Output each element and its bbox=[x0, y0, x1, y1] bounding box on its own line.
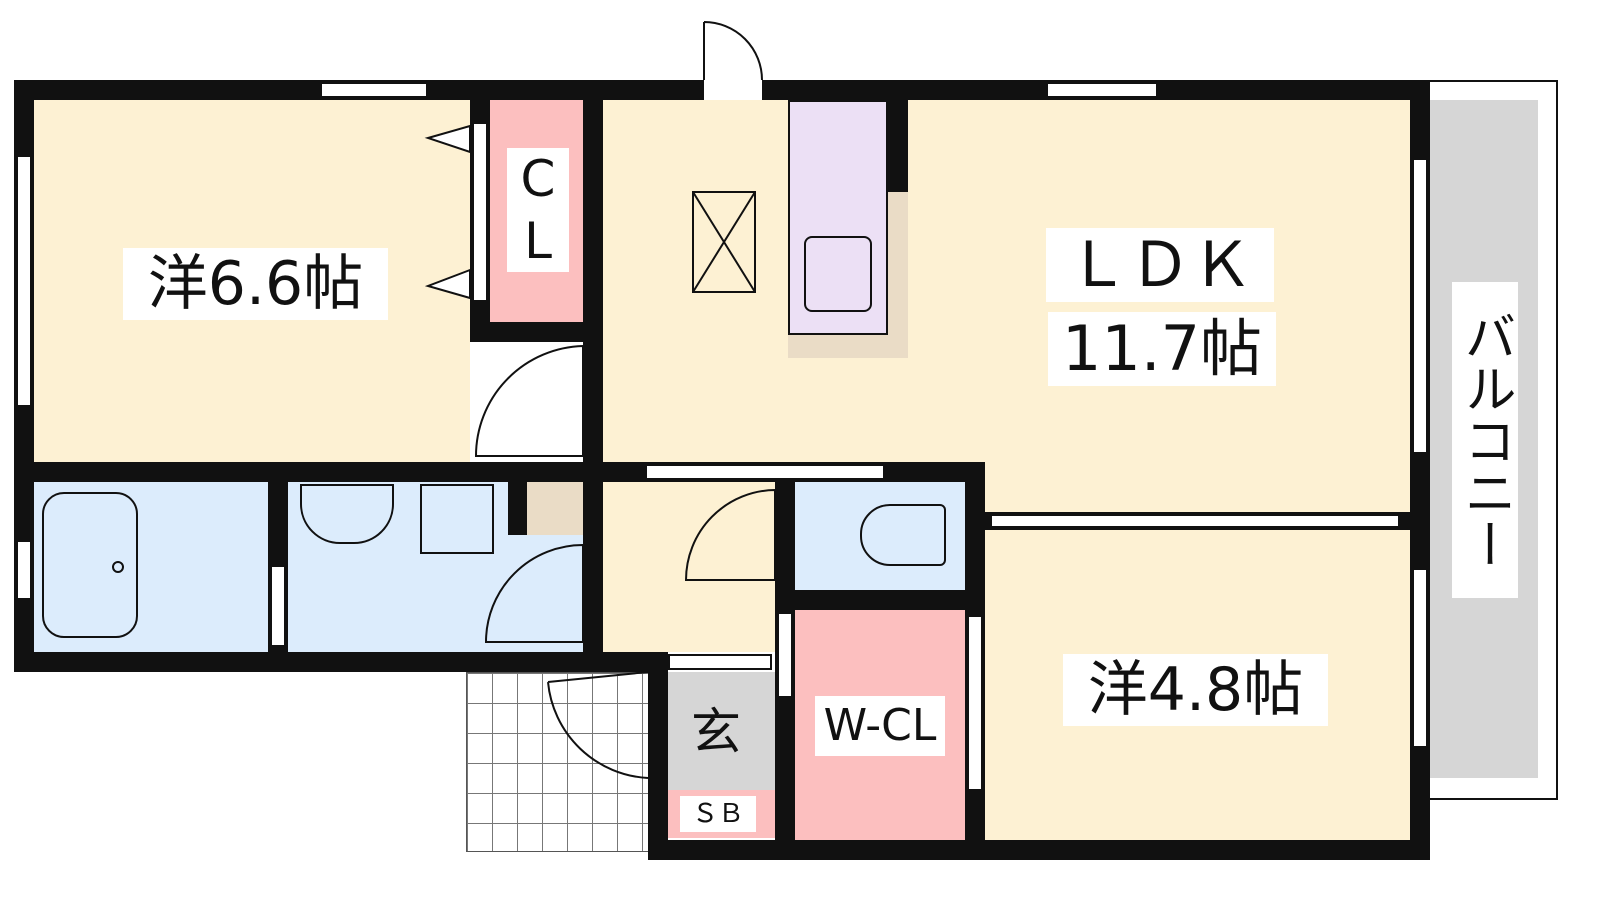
door-swing-entrance bbox=[547, 671, 649, 779]
closet-hinge-icon bbox=[424, 124, 471, 300]
door-swing-toilet bbox=[684, 489, 776, 581]
washing-machine-icon bbox=[420, 484, 494, 554]
storage-niche bbox=[527, 482, 583, 535]
closet-label-c: C bbox=[520, 150, 556, 208]
wall-bottom bbox=[648, 840, 1430, 860]
vent-door-opening bbox=[704, 78, 762, 100]
ldk-size-label: 11.7帖 bbox=[1048, 312, 1276, 386]
door-swing-vent bbox=[703, 21, 763, 81]
sink-icon bbox=[804, 236, 872, 312]
ldk-label: ＬＤＫ bbox=[1046, 228, 1274, 302]
hall-floor bbox=[603, 482, 775, 652]
closet-label: C L bbox=[507, 148, 569, 272]
wall-bottom-left bbox=[14, 652, 668, 672]
shoe-box-label: ＳＢ bbox=[680, 796, 756, 832]
porch-tiles bbox=[466, 672, 668, 852]
door-swing-room1 bbox=[474, 345, 584, 457]
wall-toilet-bottom bbox=[775, 590, 985, 610]
western-room-1-label: 洋6.6帖 bbox=[123, 248, 388, 320]
balcony-rail bbox=[1430, 80, 1558, 800]
window-top-right[interactable] bbox=[1046, 82, 1158, 98]
ldk-floor bbox=[603, 100, 1410, 462]
wall-closet-right bbox=[583, 100, 603, 672]
door-swing-washroom bbox=[484, 544, 584, 643]
wcl-door-right[interactable] bbox=[967, 615, 983, 791]
toilet-icon bbox=[860, 504, 946, 566]
drain-icon bbox=[112, 561, 124, 573]
window-room2-right[interactable] bbox=[1412, 568, 1428, 748]
window-top-left[interactable] bbox=[320, 82, 428, 98]
walk-in-closet-label: W-CL bbox=[815, 696, 945, 756]
storage-box-icon bbox=[692, 191, 756, 293]
storage-box-cross-icon bbox=[692, 191, 756, 293]
bath-door[interactable] bbox=[270, 565, 286, 647]
closet-label-l: L bbox=[524, 212, 552, 270]
wall-entrance-left bbox=[648, 652, 668, 860]
wcl-door-left[interactable] bbox=[777, 612, 793, 698]
entrance-label: 玄 bbox=[691, 703, 741, 761]
closet-doors[interactable] bbox=[472, 122, 488, 302]
wall-closet-bottom bbox=[470, 322, 603, 342]
entrance-step bbox=[668, 654, 772, 670]
window-left[interactable] bbox=[16, 155, 32, 407]
bathtub-icon bbox=[42, 492, 138, 638]
sliding-door-hall-ldk[interactable] bbox=[645, 464, 885, 480]
kitchen-wall bbox=[888, 100, 908, 192]
window-ldk-right[interactable] bbox=[1412, 158, 1428, 454]
niche-wall bbox=[508, 482, 527, 535]
bathroom-floor bbox=[34, 482, 268, 652]
window-bath[interactable] bbox=[16, 540, 32, 600]
western-room-2-label: 洋4.8帖 bbox=[1063, 654, 1328, 726]
sliding-door-ldk-room2[interactable] bbox=[990, 514, 1400, 528]
entrance-floor bbox=[668, 672, 775, 790]
balcony-label: バルコニー bbox=[1452, 282, 1518, 598]
ldk-floor-lower bbox=[985, 462, 1410, 512]
